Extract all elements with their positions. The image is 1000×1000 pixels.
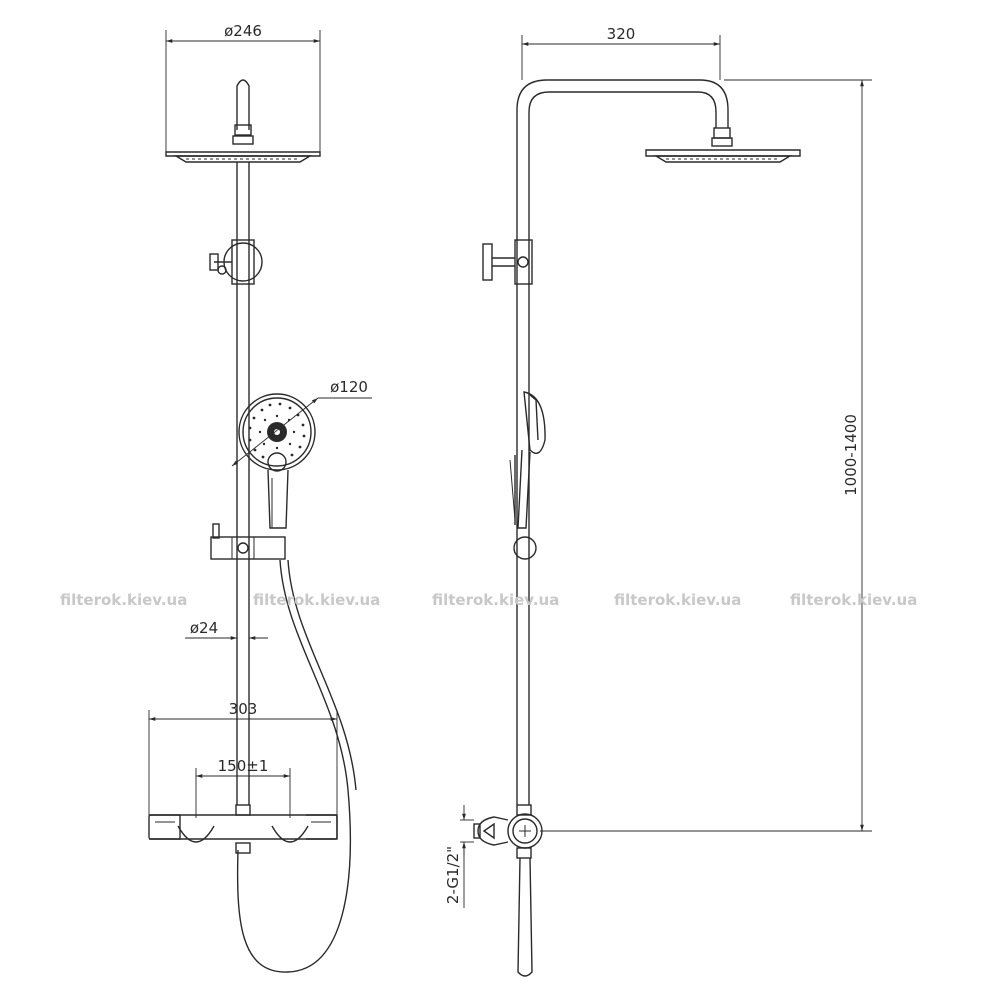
side-view: 320 1000-1400 (444, 25, 872, 977)
front-view: ø246 (148, 22, 372, 973)
height-range-label: 1000-1400 (842, 414, 860, 496)
hand-shower-dimension: ø120 (231, 378, 372, 467)
arm-length-label: 320 (607, 25, 636, 43)
height-dimension: 1000-1400 (540, 79, 872, 832)
hose-front-edge (287, 559, 357, 791)
watermark-text: filterok.kiev.ua (790, 591, 917, 609)
riser-pipe-side (516, 79, 729, 805)
rain-shower-head-side (645, 127, 801, 163)
watermark-text: filterok.kiev.ua (60, 591, 187, 609)
hose-front (236, 559, 352, 973)
slider-holder-front (210, 523, 286, 560)
rail-diameter-label: ø24 (190, 619, 218, 637)
inlet-spacing-dimension: 150±1 (195, 757, 291, 818)
watermark-text: filterok.kiev.ua (432, 591, 559, 609)
rain-shower-head-front (165, 79, 321, 163)
watermark-text: filterok.kiev.ua (253, 591, 380, 609)
slider-knob-side (513, 536, 537, 560)
rail-diameter-dimension: ø24 (185, 619, 268, 640)
rail-front (236, 162, 250, 805)
diverter-side (482, 239, 533, 285)
head-diameter-label: ø246 (224, 22, 262, 40)
hand-shower-side (509, 391, 546, 529)
mixer-width-dimension: 303 (148, 700, 338, 818)
head-diameter-dimension: ø246 (165, 22, 321, 155)
inlet-spacing-label: 150±1 (218, 757, 269, 775)
hand-shower-front (238, 393, 316, 529)
thermostat-mixer-side (473, 804, 543, 977)
arm-length-dimension: 320 (521, 25, 721, 80)
mixer-width-label: 303 (229, 700, 258, 718)
hand-shower-diameter-label: ø120 (330, 378, 368, 396)
inlet-thread-label: 2-G1/2" (444, 846, 462, 904)
inlet-thread-dimension: 2-G1/2" (444, 805, 474, 908)
diverter-front (209, 239, 263, 285)
watermark-text: filterok.kiev.ua (614, 591, 741, 609)
thermostat-mixer-front (148, 804, 338, 854)
watermark-row: filterok.kiev.ua filterok.kiev.ua filter… (60, 591, 917, 609)
